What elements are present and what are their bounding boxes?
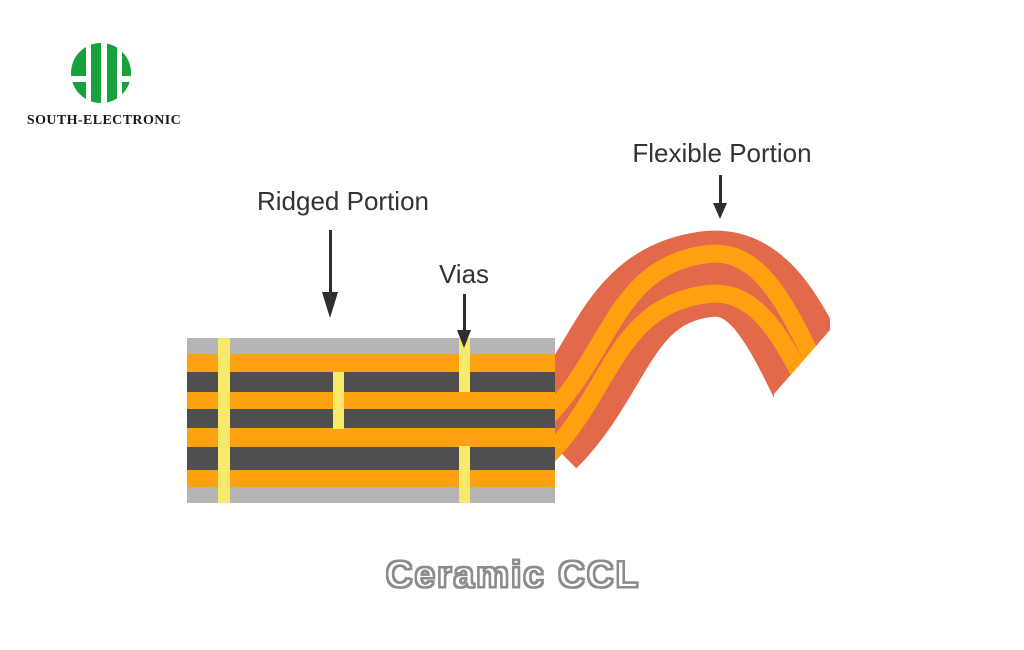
board-layer-light_gray [187,338,555,354]
via [459,338,470,392]
vias-arrow [463,294,466,331]
board-layer-dark_gray [187,372,555,392]
rigid-portion-arrow [329,230,332,293]
brand-name: SOUTH-ELECTRONIC [26,113,182,128]
rigid-portion-arrowhead-icon [322,292,338,318]
flex-ribbon-base [538,230,830,469]
board-layer-orange [187,354,555,372]
vias-label: Vias [438,259,490,289]
rigid-portion-label: Ridged Portion [257,186,429,216]
flex-ribbon-trace-top [539,244,823,425]
flexible-portion-label: Flexible Portion [632,138,812,168]
board-layer-dark_gray [187,409,555,428]
flex-ribbon-trace-bottom [539,284,823,465]
board-layer-orange [187,428,555,447]
board-layer-orange [187,470,555,487]
rigid-board [187,338,555,503]
board-layer-dark_gray [187,447,555,470]
via [333,372,344,429]
vias-arrowhead-icon [457,330,471,348]
flexible-portion-arrowhead-icon [713,203,727,219]
board-layer-orange [187,392,555,409]
via [218,338,230,503]
south-electronic-logo-icon [71,43,131,103]
diagram-title: Ceramic CCL [385,553,641,596]
flexible-portion-arrow [719,175,722,204]
board-layer-light_gray [187,487,555,503]
via [459,446,470,503]
